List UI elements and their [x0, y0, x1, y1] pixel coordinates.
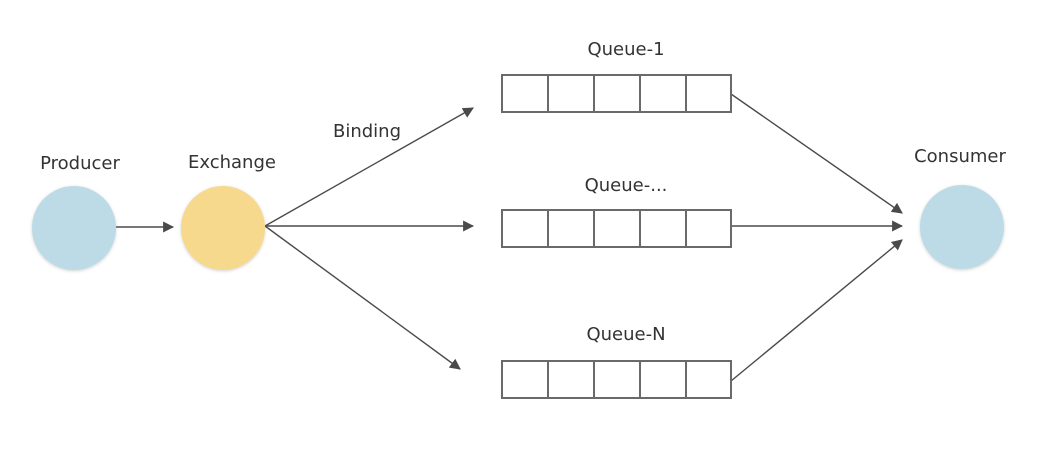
queue-middle-slot [639, 209, 687, 248]
queue-n [501, 360, 732, 399]
queue-n-slot [501, 360, 549, 399]
queue-n-slot [593, 360, 641, 399]
binding-label: Binding [333, 121, 401, 142]
queue-n-slot [547, 360, 595, 399]
exchange-node [181, 186, 265, 270]
exchange-label: Exchange [188, 152, 276, 173]
queue-1-slot [547, 74, 595, 113]
queue-middle-label: Queue-... [585, 175, 668, 196]
queue-n-slot [685, 360, 732, 399]
consumer-node [920, 185, 1004, 269]
producer-node [32, 186, 116, 270]
queue-1-slot [685, 74, 732, 113]
producer-label: Producer [40, 153, 120, 174]
queue-n-to-consumer-arrow [730, 239, 903, 382]
queue-n-label: Queue-N [586, 324, 665, 345]
queue-middle [501, 209, 732, 248]
exchange-to-queue-n-arrow [264, 225, 461, 370]
consumer-label: Consumer [914, 146, 1006, 167]
queue-middle-slot [501, 209, 549, 248]
queue-1-label: Queue-1 [587, 39, 664, 60]
queue-n-slot [639, 360, 687, 399]
queue-1 [501, 74, 732, 113]
queue-1-slot [501, 74, 549, 113]
queue-middle-slot [593, 209, 641, 248]
exchange-to-queue-1-arrow [264, 107, 474, 227]
queue-1-slot [639, 74, 687, 113]
queue-1-slot [593, 74, 641, 113]
queue-middle-slot [685, 209, 732, 248]
queue-1-to-consumer-arrow [730, 93, 903, 214]
queue-middle-slot [547, 209, 595, 248]
